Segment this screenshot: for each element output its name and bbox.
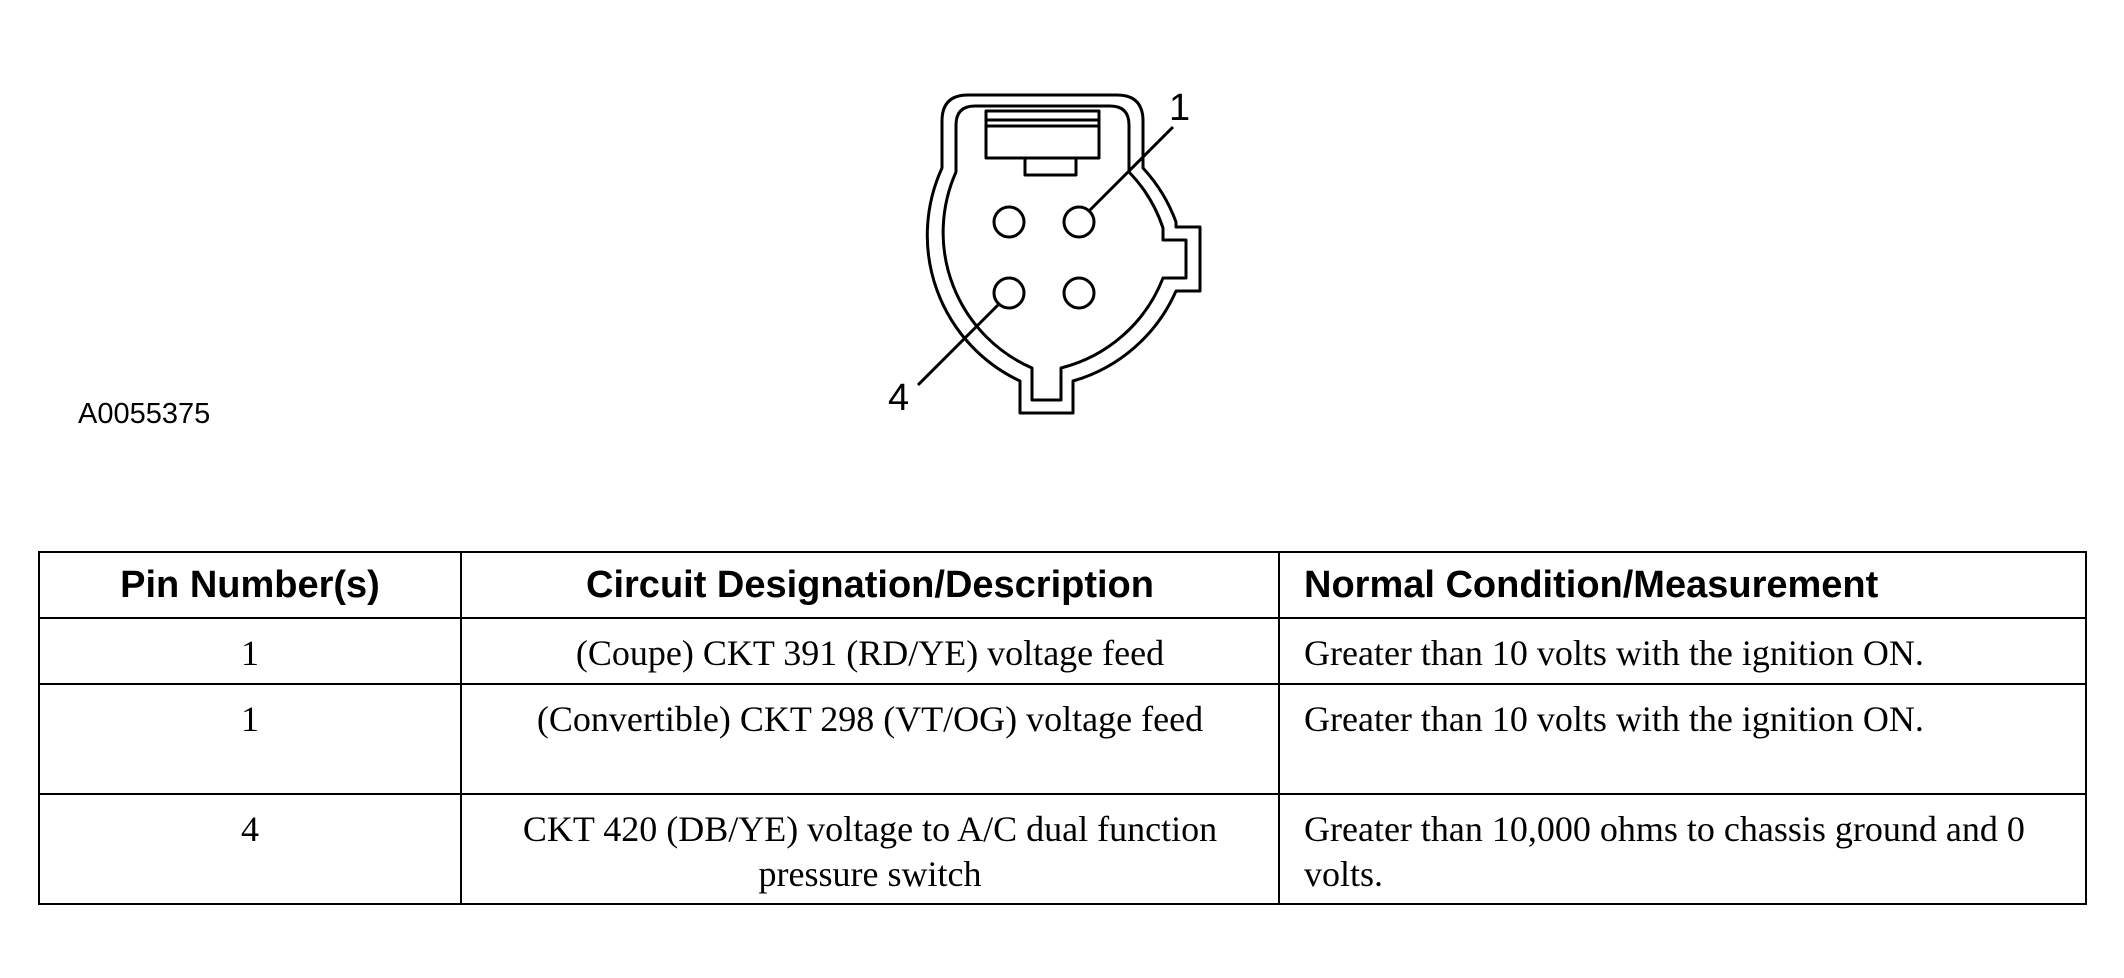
table-header-row: Pin Number(s) Circuit Designation/Descri… (38, 551, 2087, 619)
table-row: 4 CKT 420 (DB/YE) voltage to A/C dual fu… (38, 793, 2087, 905)
pin-cavity-3 (1062, 276, 1096, 310)
pin-cell: 1 (38, 683, 462, 795)
locking-tab (984, 109, 1101, 160)
circuit-cell: (Convertible) CKT 298 (VT/OG) voltage fe… (460, 683, 1280, 795)
connector-housing-outline (925, 93, 1202, 415)
pin-1-callout: 1 (1169, 87, 1190, 129)
column-header-condition: Normal Condition/Measurement (1278, 551, 2087, 619)
circuit-cell: (Coupe) CKT 391 (RD/YE) voltage feed (460, 617, 1280, 685)
condition-cell: Greater than 10,000 ohms to chassis grou… (1278, 793, 2087, 905)
pin-1-leader-line (1087, 125, 1175, 213)
pinout-table: Pin Number(s) Circuit Designation/Descri… (38, 551, 2087, 905)
circuit-cell: CKT 420 (DB/YE) voltage to A/C dual func… (460, 793, 1280, 905)
locking-tab-key (1023, 156, 1078, 177)
connector-face-drawing: 1 4 (888, 87, 1202, 419)
column-header-pin: Pin Number(s) (38, 551, 462, 619)
connector-diagram: 1 4 (888, 87, 1202, 419)
pin-cavity-4 (992, 276, 1026, 310)
table-row: 1 (Convertible) CKT 298 (VT/OG) voltage … (38, 683, 2087, 795)
pin-cavity-2 (992, 205, 1026, 239)
pin-cavity-1 (1062, 205, 1096, 239)
pin-4-leader-line (916, 302, 1001, 387)
pin-cell: 4 (38, 793, 462, 905)
connector-inner-outline (941, 104, 1188, 402)
condition-cell: Greater than 10 volts with the ignition … (1278, 683, 2087, 795)
condition-cell: Greater than 10 volts with the ignition … (1278, 617, 2087, 685)
pin-cell: 1 (38, 617, 462, 685)
column-header-circuit: Circuit Designation/Description (460, 551, 1280, 619)
table-row: 1 (Coupe) CKT 391 (RD/YE) voltage feed G… (38, 617, 2087, 685)
figure-id-label: A0055375 (78, 398, 211, 430)
pin-4-callout: 4 (888, 377, 909, 419)
